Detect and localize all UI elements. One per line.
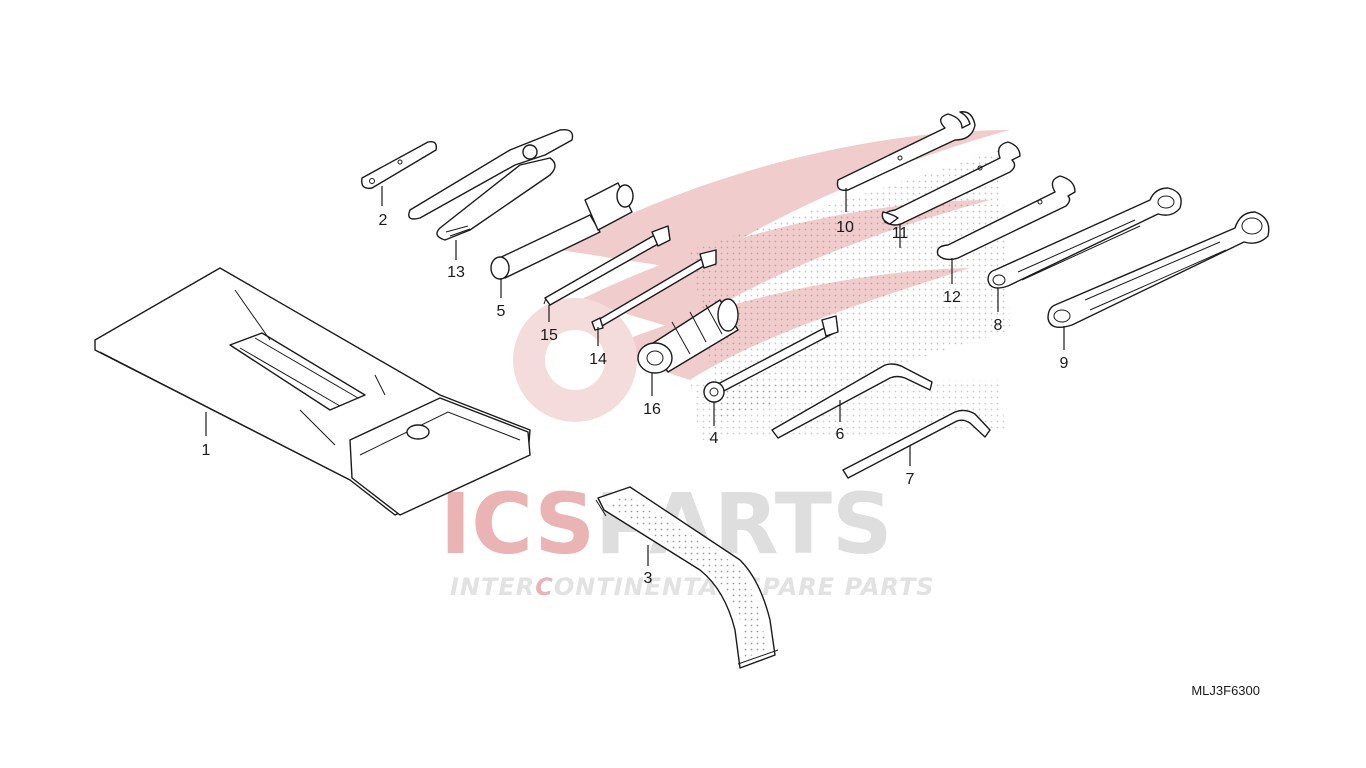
combination-wrench-8[interactable] [987,187,1182,289]
callout-12[interactable]: 12 [943,289,961,306]
screwdriver-handle[interactable] [637,298,739,374]
callout-13[interactable]: 13 [447,264,465,281]
callout-10[interactable]: 10 [836,219,854,236]
callout-3[interactable]: 3 [644,570,653,587]
tool-bag[interactable] [94,267,531,516]
socket-bar[interactable] [703,315,839,403]
callout-2[interactable]: 2 [379,212,388,229]
hex-wrench-6[interactable] [771,363,933,439]
open-wrench-10[interactable] [836,111,976,191]
diagram-code: MLJ3F6300 [1191,683,1260,698]
watermark-tagline-a: INTER [450,573,535,601]
pliers[interactable] [408,129,574,241]
callout-14[interactable]: 14 [589,351,607,368]
callout-7[interactable]: 7 [906,471,915,488]
open-wrench-11[interactable] [881,141,1021,226]
open-wrench-12[interactable] [936,175,1076,261]
callout-6[interactable]: 6 [836,426,845,443]
strap-band[interactable] [595,486,779,669]
combination-wrench-9[interactable] [1047,211,1270,328]
watermark-brand-ics: ICS [440,475,595,573]
callouts: 1 2 3 4 5 6 7 8 9 10 11 12 13 14 15 16 [202,212,1069,587]
small-spanner[interactable] [361,140,438,189]
watermark-dots [690,150,1010,440]
callout-4[interactable]: 4 [710,430,719,447]
callout-5[interactable]: 5 [497,303,506,320]
hex-wrench-7[interactable] [842,409,991,479]
box-wrench[interactable] [490,182,634,280]
watermark-tagline-b: C [535,573,554,601]
screwdriver-14[interactable] [591,249,717,331]
leader-lines [205,186,1065,566]
callout-16[interactable]: 16 [643,401,661,418]
screwdriver-15[interactable] [543,225,671,306]
callout-9[interactable]: 9 [1060,355,1069,372]
callout-11[interactable]: 11 [892,225,909,242]
callout-15[interactable]: 15 [540,327,558,344]
callout-8[interactable]: 8 [994,317,1003,334]
callout-1[interactable]: 1 [202,442,211,459]
svg-text:INTERCONTINENTAL SPARE PARTS: INTERCONTINENTAL SPARE PARTS [450,573,934,601]
